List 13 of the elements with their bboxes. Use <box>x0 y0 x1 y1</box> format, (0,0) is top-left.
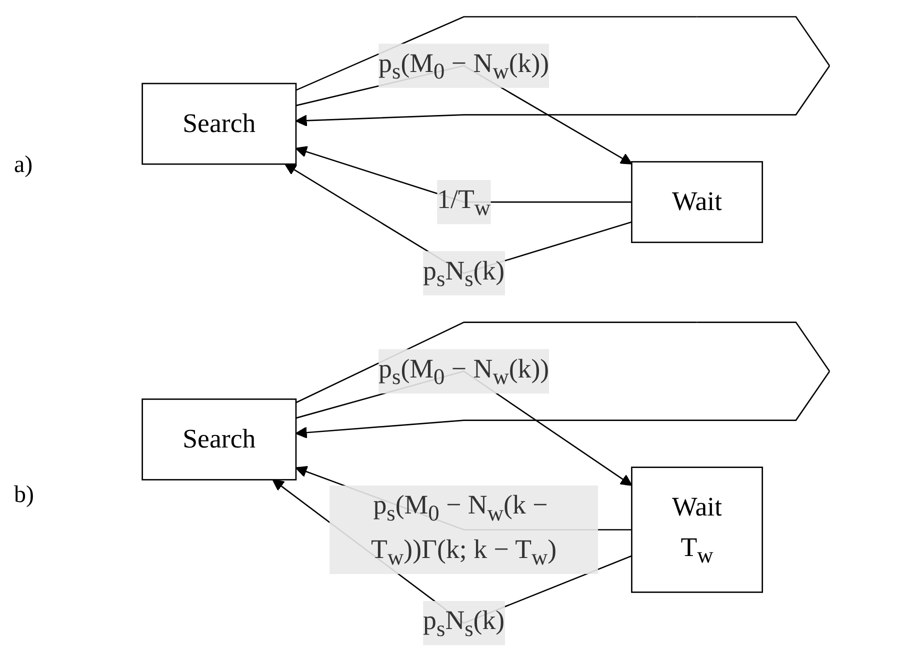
edge-label: p$_{s}$N$_{s}$(k) <box>423 606 505 641</box>
edge-label: p$_{s}$(M$_{0}$ − N$_{w}$(k − T$_{w}$))Γ(k; k − T$_{w}$) <box>371 490 557 570</box>
node-box <box>631 466 764 592</box>
node-box <box>631 160 764 243</box>
edge-label: p$_{s}$(M$_{0}$ − N$_{w}$(k)) <box>378 48 550 84</box>
node-box <box>142 398 297 480</box>
edge-label: p$_{s}$N$_{s}$(k) <box>423 256 505 291</box>
node-box <box>142 82 297 164</box>
panel-label: b) <box>14 482 35 510</box>
edge-label: 1/T$_{w}$ <box>437 184 491 220</box>
state-diagram: 1/T$_{w}$ p$_{s}$(M$_{0}$ − N$_{w}$(k)) p$_{s}$N$_{s}$(k) p$_{s}$(M$_{0}$ − N$_{w}$(k − T$_{w}$))Γ(k; k − T$_{w}$) p$_{s}$(M$_{0}$ − N$_{w}$(k)) p$_{s}$N$_{s}$(k) Search Wait Search Wait T$_{w}$ <box>76 6 896 656</box>
panel-label: a) <box>14 152 34 179</box>
edge-label: p$_{s}$(M$_{0}$ − N$_{w}$(k)) <box>378 354 550 389</box>
